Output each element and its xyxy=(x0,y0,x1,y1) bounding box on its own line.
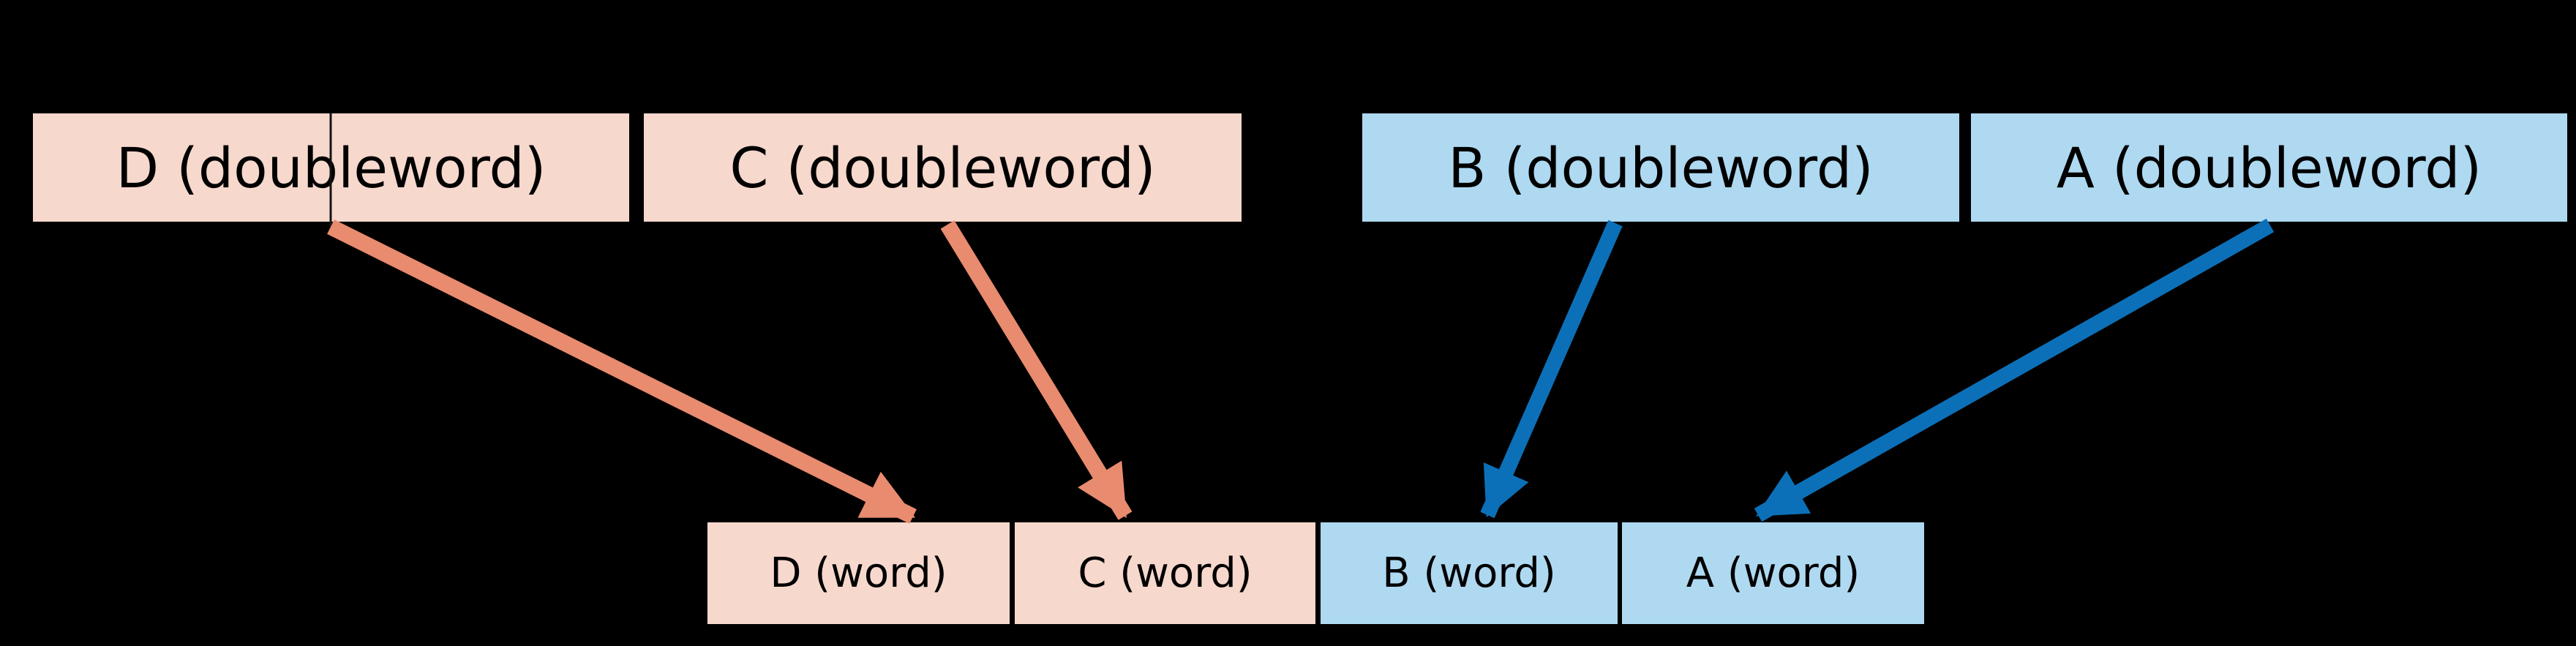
arrow-b-doubleword-to-b-word xyxy=(1480,219,1623,519)
box-b-word: B (word) xyxy=(1321,522,1618,624)
box-c-doubleword-label: C (doubleword) xyxy=(729,135,1156,200)
box-a-word-label: A (word) xyxy=(1686,549,1860,597)
box-b-word-label: B (word) xyxy=(1382,549,1556,597)
arrow-d-doubleword-to-d-word xyxy=(327,219,917,524)
box-c-word-label: C (word) xyxy=(1078,549,1253,597)
box-c-doubleword: C (doubleword) xyxy=(644,113,1242,222)
box-b-doubleword: B (doubleword) xyxy=(1362,113,1959,222)
box-a-doubleword: A (doubleword) xyxy=(1971,113,2567,222)
box-d-word: D (word) xyxy=(707,522,1010,624)
box-b-doubleword-label: B (doubleword) xyxy=(1448,135,1874,200)
arrow-c-doubleword-to-c-word xyxy=(940,220,1133,520)
arrow-a-doubleword-to-a-word xyxy=(1754,218,2275,522)
box-a-word: A (word) xyxy=(1622,522,1924,624)
box-d-word-label: D (word) xyxy=(770,549,947,597)
box-c-word: C (word) xyxy=(1015,522,1315,624)
box-a-doubleword-label: A (doubleword) xyxy=(2056,135,2482,200)
